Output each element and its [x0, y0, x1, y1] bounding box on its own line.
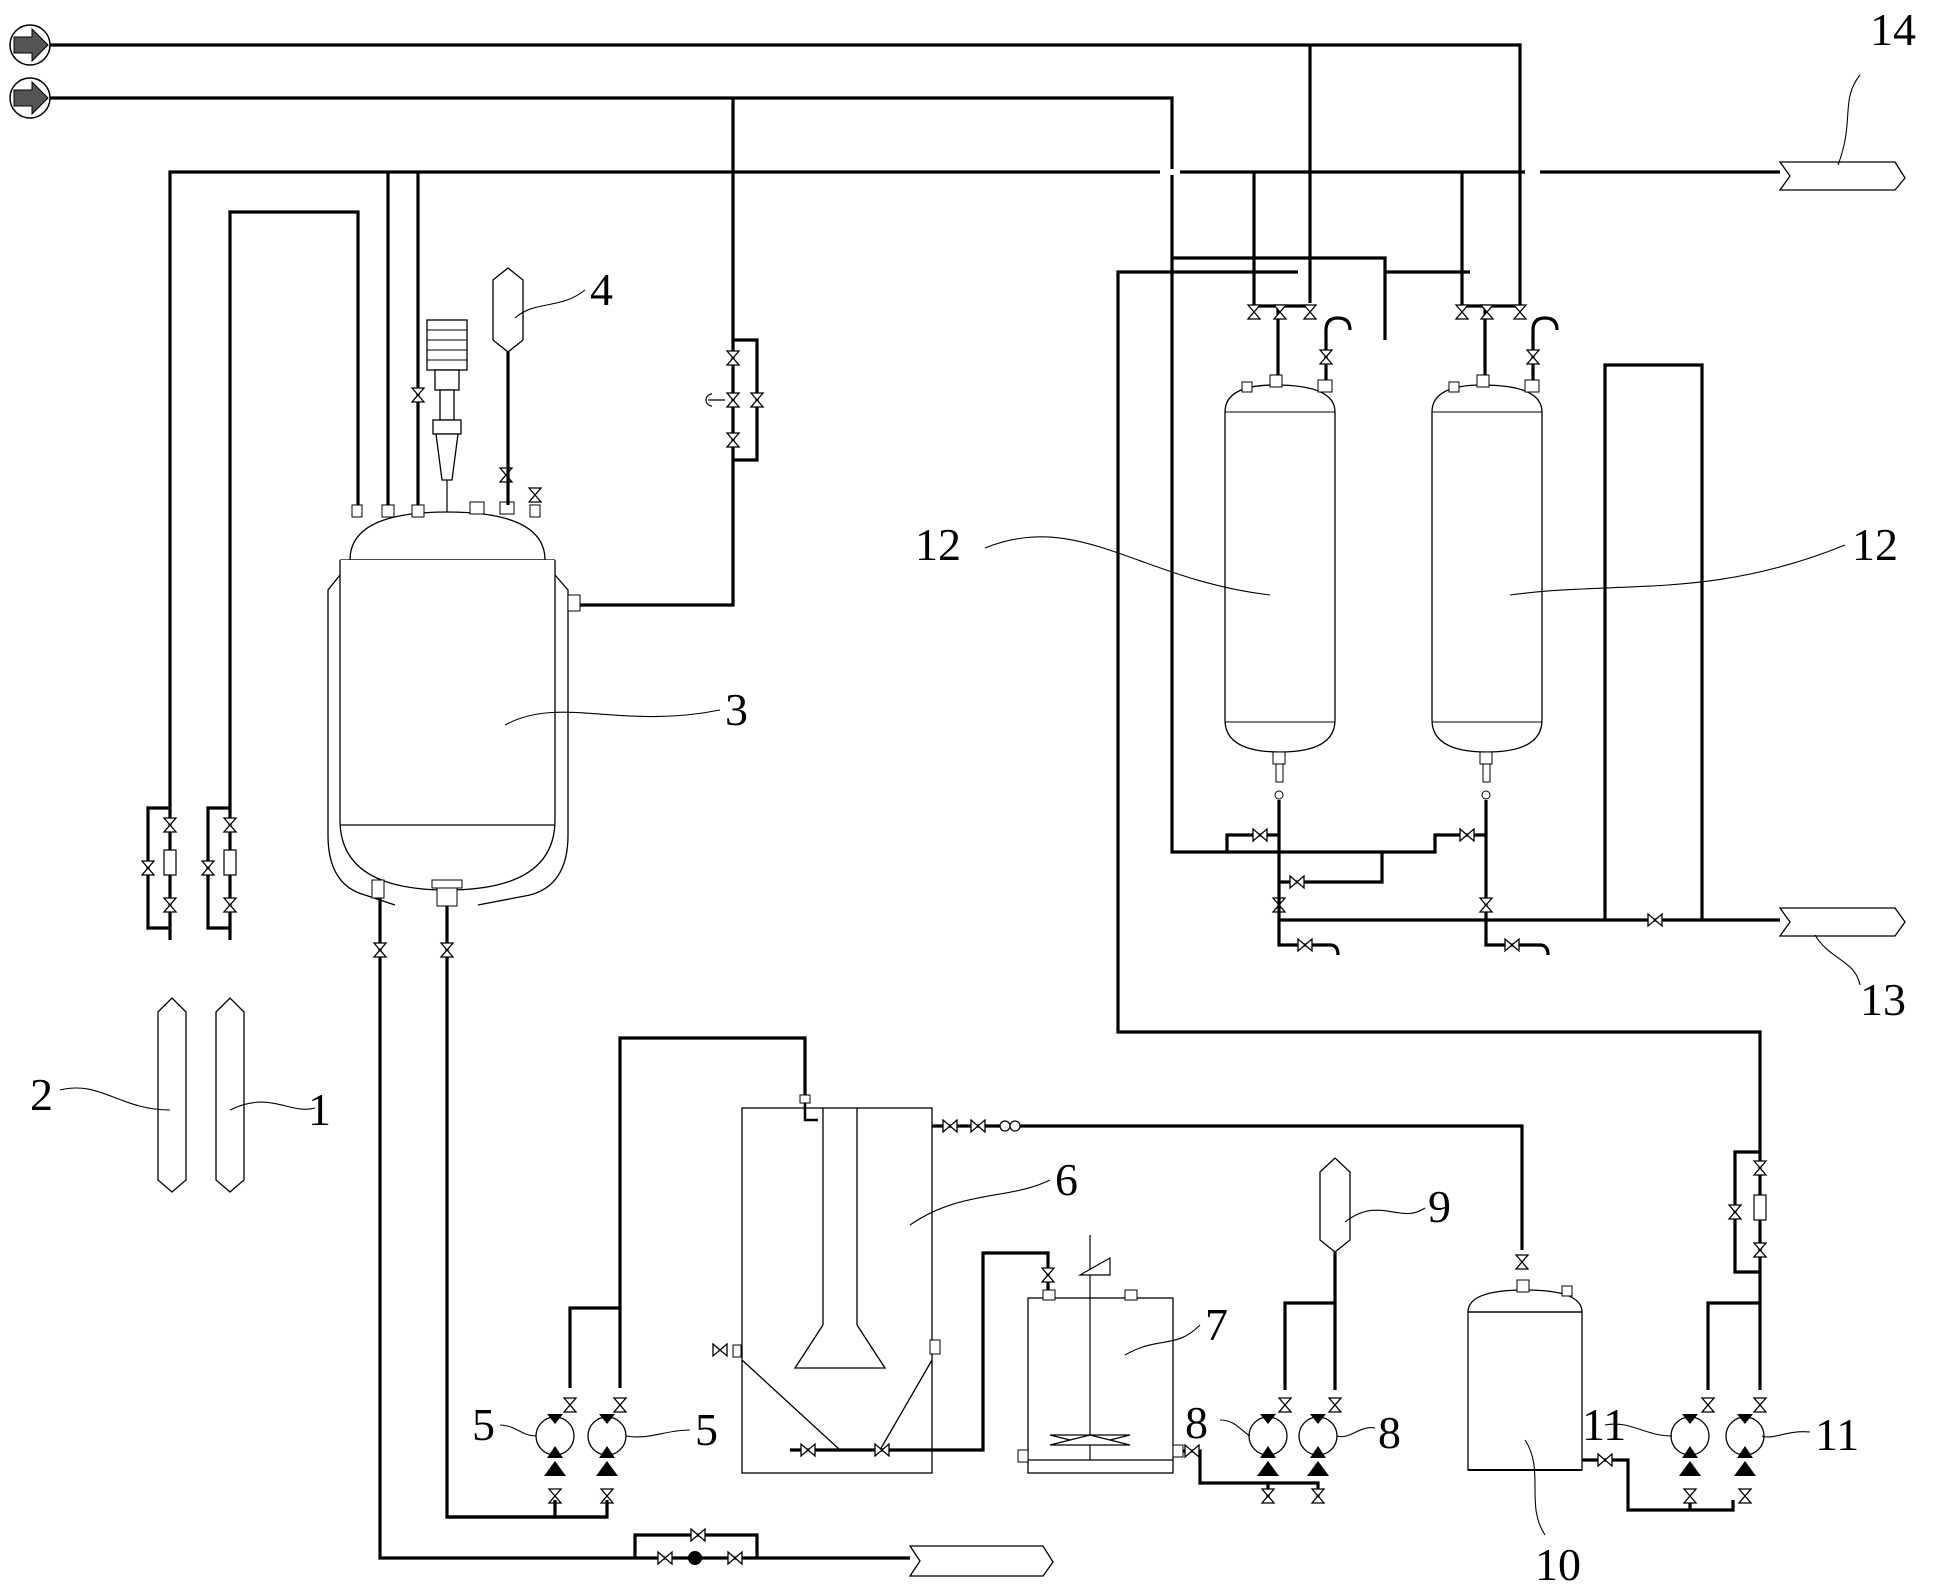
leader-1	[229, 1101, 316, 1111]
label-5b: 5	[695, 1404, 718, 1455]
leader-4	[514, 289, 586, 319]
label-12a: 12	[915, 519, 961, 570]
leader-12b	[1509, 544, 1846, 596]
reactor-bottom-line-a	[378, 898, 630, 1560]
leader-9	[1344, 1207, 1426, 1223]
label-10: 10	[1535, 1539, 1581, 1584]
col12a-vent	[1324, 316, 1352, 380]
header-line-top	[50, 43, 1522, 306]
bypass-line-1	[201, 806, 237, 930]
pump-11b	[1725, 1413, 1765, 1477]
label-2: 2	[30, 1069, 53, 1120]
settler-overflow	[932, 1124, 1524, 1250]
label-4: 4	[590, 264, 613, 315]
pump5-discharge	[568, 1036, 807, 1388]
leader-7	[1124, 1324, 1201, 1356]
pump-8a	[1248, 1413, 1288, 1477]
leader-8a	[1219, 1419, 1251, 1437]
label-13: 13	[1860, 974, 1906, 1025]
col12b-vent	[1531, 316, 1559, 380]
outlet-14-arrow	[1778, 161, 1906, 191]
settler-6	[732, 1094, 941, 1474]
leader-13	[1814, 934, 1861, 986]
label-6: 6	[1055, 1154, 1078, 1205]
loop-13	[1603, 363, 1704, 920]
leader-5a	[499, 1424, 537, 1437]
leader-5b	[625, 1429, 691, 1438]
reactor-3	[327, 319, 581, 907]
label-8b: 8	[1378, 1407, 1401, 1458]
bypass-line-2	[141, 806, 177, 930]
outlet-13-arrow	[1778, 907, 1906, 937]
col12b-feed	[1172, 256, 1470, 340]
steam-bypass	[733, 338, 759, 462]
header-inlet-2	[9, 77, 51, 119]
column-12a	[1224, 374, 1336, 800]
settler-to-mixer	[790, 1251, 1050, 1452]
col-drain-b	[1484, 925, 1550, 956]
leader-11a	[1604, 1423, 1673, 1437]
bottom-outlet-arrow	[908, 1545, 1054, 1577]
pump-5a	[535, 1413, 575, 1477]
label-1: 1	[308, 1084, 331, 1135]
col-bottom-header-b	[1277, 800, 1486, 884]
label-7: 7	[1205, 1299, 1228, 1350]
col-drain-a	[1277, 878, 1340, 956]
label-12b: 12	[1852, 519, 1898, 570]
line-to-14	[168, 170, 1780, 940]
column-12b	[1431, 374, 1543, 800]
leader-12a	[984, 536, 1271, 596]
pump-11a	[1670, 1413, 1710, 1477]
tank-1-cylinder	[215, 997, 245, 1193]
tank10-to-pump11	[1582, 1458, 1735, 1512]
tank-10	[1467, 1279, 1583, 1471]
label-14: 14	[1870, 4, 1916, 55]
reactor-bottom-line-b	[445, 906, 606, 1519]
pump11-discharge	[1706, 1301, 1762, 1390]
feed-4-cylinder	[492, 267, 524, 353]
mixer-7	[1017, 1235, 1184, 1474]
steam-to-jacket	[580, 340, 735, 607]
leader-14	[1837, 74, 1861, 166]
header-line-2	[50, 96, 1174, 258]
col12b-top-piping	[1460, 172, 1520, 375]
label-11b: 11	[1815, 1409, 1859, 1460]
pump-8b	[1298, 1413, 1338, 1477]
leader-8b	[1336, 1427, 1376, 1438]
mixer-to-pump8	[1183, 1449, 1320, 1500]
leader-3	[504, 709, 721, 726]
label-5a: 5	[472, 1399, 495, 1450]
header-inlet-1	[9, 24, 51, 66]
pump5-suction	[447, 1500, 609, 1519]
leader-2	[59, 1087, 171, 1111]
label-11a: 11	[1582, 1399, 1626, 1450]
pump-5b	[587, 1413, 627, 1477]
reactor-feed-3	[228, 210, 360, 940]
leader-6	[909, 1179, 1051, 1226]
tank-2-cylinder	[157, 997, 187, 1193]
feed-9-cylinder	[1319, 1157, 1351, 1253]
pump11-up-line	[1116, 270, 1762, 1303]
label-3: 3	[725, 684, 748, 735]
bottom-outlet-check	[688, 1551, 702, 1565]
label-9: 9	[1428, 1181, 1451, 1232]
leader-10	[1524, 1439, 1546, 1536]
pump8-discharge	[1283, 1301, 1337, 1390]
label-8a: 8	[1185, 1397, 1208, 1448]
leader-11b	[1761, 1431, 1811, 1438]
